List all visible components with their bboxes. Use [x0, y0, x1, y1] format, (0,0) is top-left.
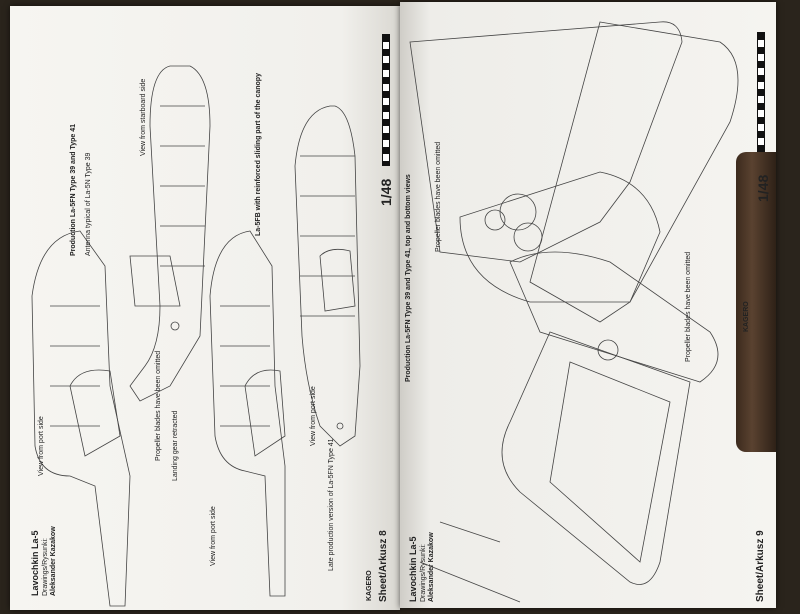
caption-starboard: View from starboard side — [140, 78, 147, 156]
sheet-label-right: Sheet/Arkusz 9 — [755, 530, 766, 602]
publisher-logo-right: KAGERO — [743, 301, 750, 332]
aircraft-profile-2 — [129, 65, 211, 402]
left-sheet-page: Production La-5FN Type 39 and Type 41 An… — [10, 6, 400, 610]
wooden-object-edge — [736, 152, 776, 452]
sheet-title-left: Lavochkin La-5 — [30, 530, 40, 596]
aircraft-bottom-view-wing — [509, 251, 719, 383]
aircraft-top-view-wing — [409, 21, 683, 263]
caption-port-view-2: View from port side — [38, 416, 45, 476]
caption-late-production: Late production version of La-5FN Type 4… — [328, 438, 335, 571]
scale-label-right: 1/48 — [755, 174, 771, 202]
aircraft-profile-4 — [294, 105, 361, 447]
caption-port-view-1: View from port side — [310, 386, 317, 446]
caption-antenna: Antenna typical of La-5N Type 39 — [85, 152, 92, 256]
left-side-view-drawings — [31, 65, 361, 607]
aircraft-profile-3 — [209, 230, 286, 597]
caption-landing-gear: Landing gear retracted — [172, 410, 179, 481]
caption-port-view-3: View from port side — [210, 506, 217, 566]
credits-line-2-right: Aleksander Kazakow — [428, 532, 435, 602]
right-top-bottom-view-drawings — [409, 21, 739, 603]
sheet-label-left: Sheet/Arkusz 8 — [378, 530, 389, 602]
sheet-title-right: Lavochkin La-5 — [408, 536, 418, 602]
scale-ruler-left — [382, 34, 390, 166]
credits-line-1-right: Drawings/Rysunki: — [420, 544, 427, 602]
credits-line-1-left: Drawings/Rysunki: — [42, 538, 49, 596]
caption-propeller-note-2: Propeller blades have been omitted — [685, 251, 692, 362]
caption-la5fb: La-5FB with reinforced sliding part of t… — [255, 73, 262, 236]
right-sheet-page: Production La-5FN Type 39 and Type 41, t… — [400, 2, 776, 608]
credits-line-2-left: Aleksander Kazakow — [50, 526, 57, 596]
publisher-logo-left: KAGERO — [366, 570, 373, 601]
caption-production-type: Production La-5FN Type 39 and Type 41 — [70, 124, 77, 256]
caption-propeller-note-1: Propeller blades have been omitted — [435, 141, 442, 252]
aircraft-profile-1 — [31, 230, 131, 607]
caption-propeller-note: Propeller blades have been omitted — [155, 350, 162, 461]
scale-label-left: 1/48 — [378, 178, 394, 206]
caption-top-bottom: Production La-5FN Type 39 and Type 41, t… — [405, 174, 412, 382]
scale-ruler-right — [757, 32, 765, 164]
